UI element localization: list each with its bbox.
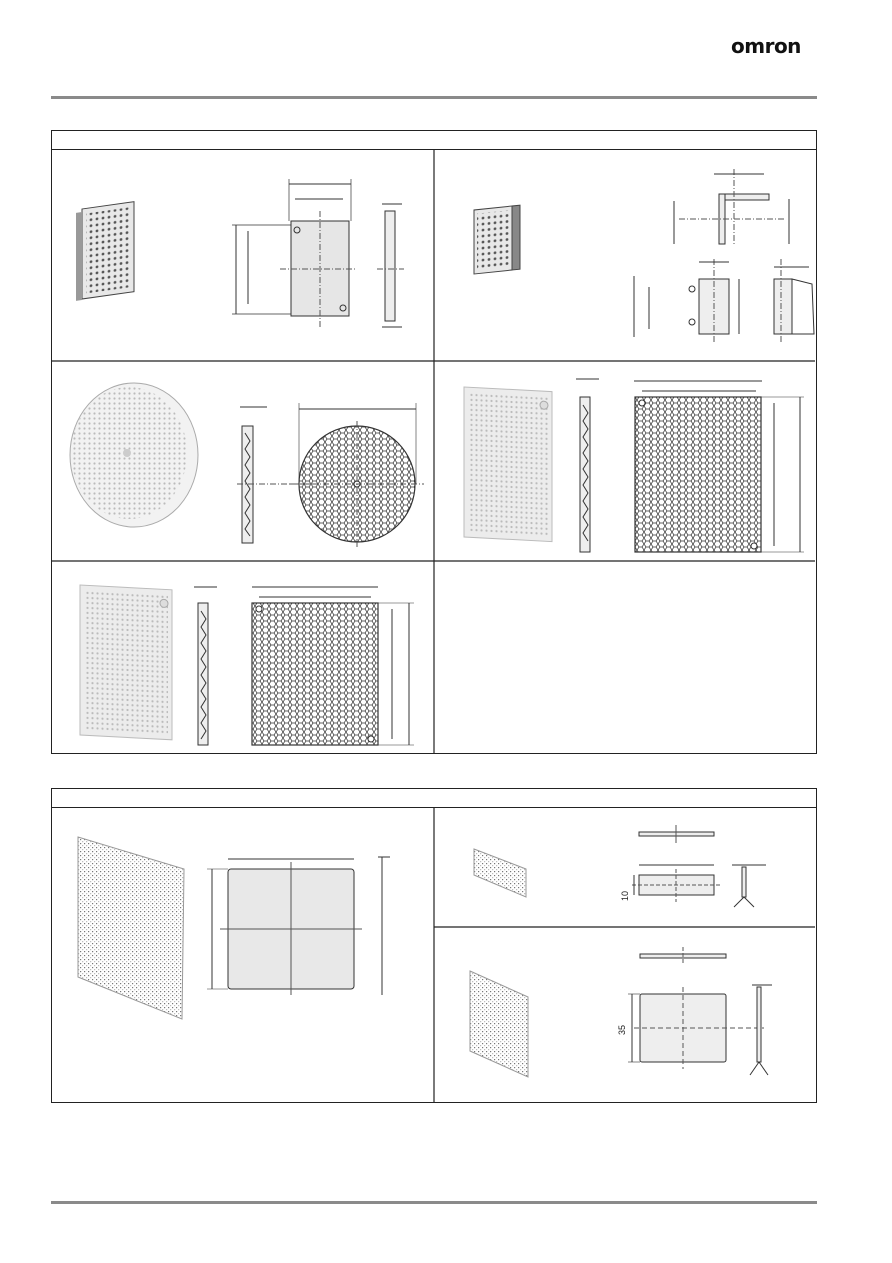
reflector-large-square-photo [463, 386, 553, 543]
reflector-round-front-view [290, 403, 424, 547]
reflector-large-square-drawing [463, 378, 804, 553]
reflector-bracket-side-view [773, 259, 815, 344]
reflective-sheet-photo [469, 970, 529, 1078]
reflective-sheet-drawing [469, 947, 772, 1078]
reflective-sheet-cell: 35 [434, 927, 816, 1102]
reflector-small-rect-photo [76, 201, 135, 301]
reflector-bracket-front-view [633, 259, 740, 344]
large-sheet-front-view [207, 856, 390, 995]
reflective-tape-drawing [473, 825, 766, 908]
tape-width-label: 10 [620, 890, 630, 901]
reflectors-section [51, 130, 817, 754]
reflective-tape-front-view [632, 864, 722, 902]
reflective-tape-top-view [638, 825, 715, 843]
reflector-bracket-cell [434, 149, 816, 361]
reflector-small-rect-cell [52, 149, 434, 361]
sheet-height-label: 35 [617, 1024, 627, 1035]
reflector-round-side-view [237, 406, 310, 544]
large-sheet-photo [77, 836, 185, 1020]
reflector-bracket-drawing [473, 169, 815, 344]
reflectors-grid-lines [52, 149, 815, 753]
reflectors-section-header [52, 131, 816, 150]
reflector-large-square-front-view [634, 380, 804, 553]
reflective-sheet-section: 10 35 [51, 788, 817, 1103]
reflector-large-square-side-view [576, 378, 599, 553]
reflector-medium-square-drawing [79, 584, 414, 746]
reflector-medium-square-side-view [194, 586, 217, 746]
reflector-small-rect-front-view [232, 179, 357, 329]
large-sheet-drawing [77, 836, 390, 1020]
reflective-tape-cell: 10 [434, 807, 816, 927]
top-rule [51, 96, 817, 99]
reflector-round-drawing [69, 382, 424, 547]
reflective-tape-side-view [732, 864, 766, 908]
reflector-bracket-photo [473, 204, 521, 275]
reflector-medium-square-cell [52, 561, 434, 753]
reflector-medium-square-front-view [251, 586, 414, 746]
reflective-sheet-grid-lines [433, 807, 815, 1102]
reflective-sheet-section-header [52, 789, 816, 808]
reflector-round-photo [69, 382, 199, 528]
reflective-tape-photo [473, 848, 527, 898]
reflector-medium-square-photo [79, 584, 173, 741]
reflector-small-rect-side-view [377, 203, 404, 328]
omron-logo: omron [731, 34, 801, 58]
reflective-sheet-side-view [749, 984, 772, 1076]
large-sheet-cell [52, 807, 434, 1102]
reflector-large-square-cell [434, 361, 816, 561]
reflective-sheet-top-view [639, 947, 727, 965]
reflector-round-cell [52, 361, 434, 561]
bracket-top-view [673, 169, 790, 245]
bottom-rule [51, 1201, 817, 1204]
reflector-small-rect-drawing [76, 179, 404, 329]
reflective-sheet-front-view [628, 987, 764, 1069]
